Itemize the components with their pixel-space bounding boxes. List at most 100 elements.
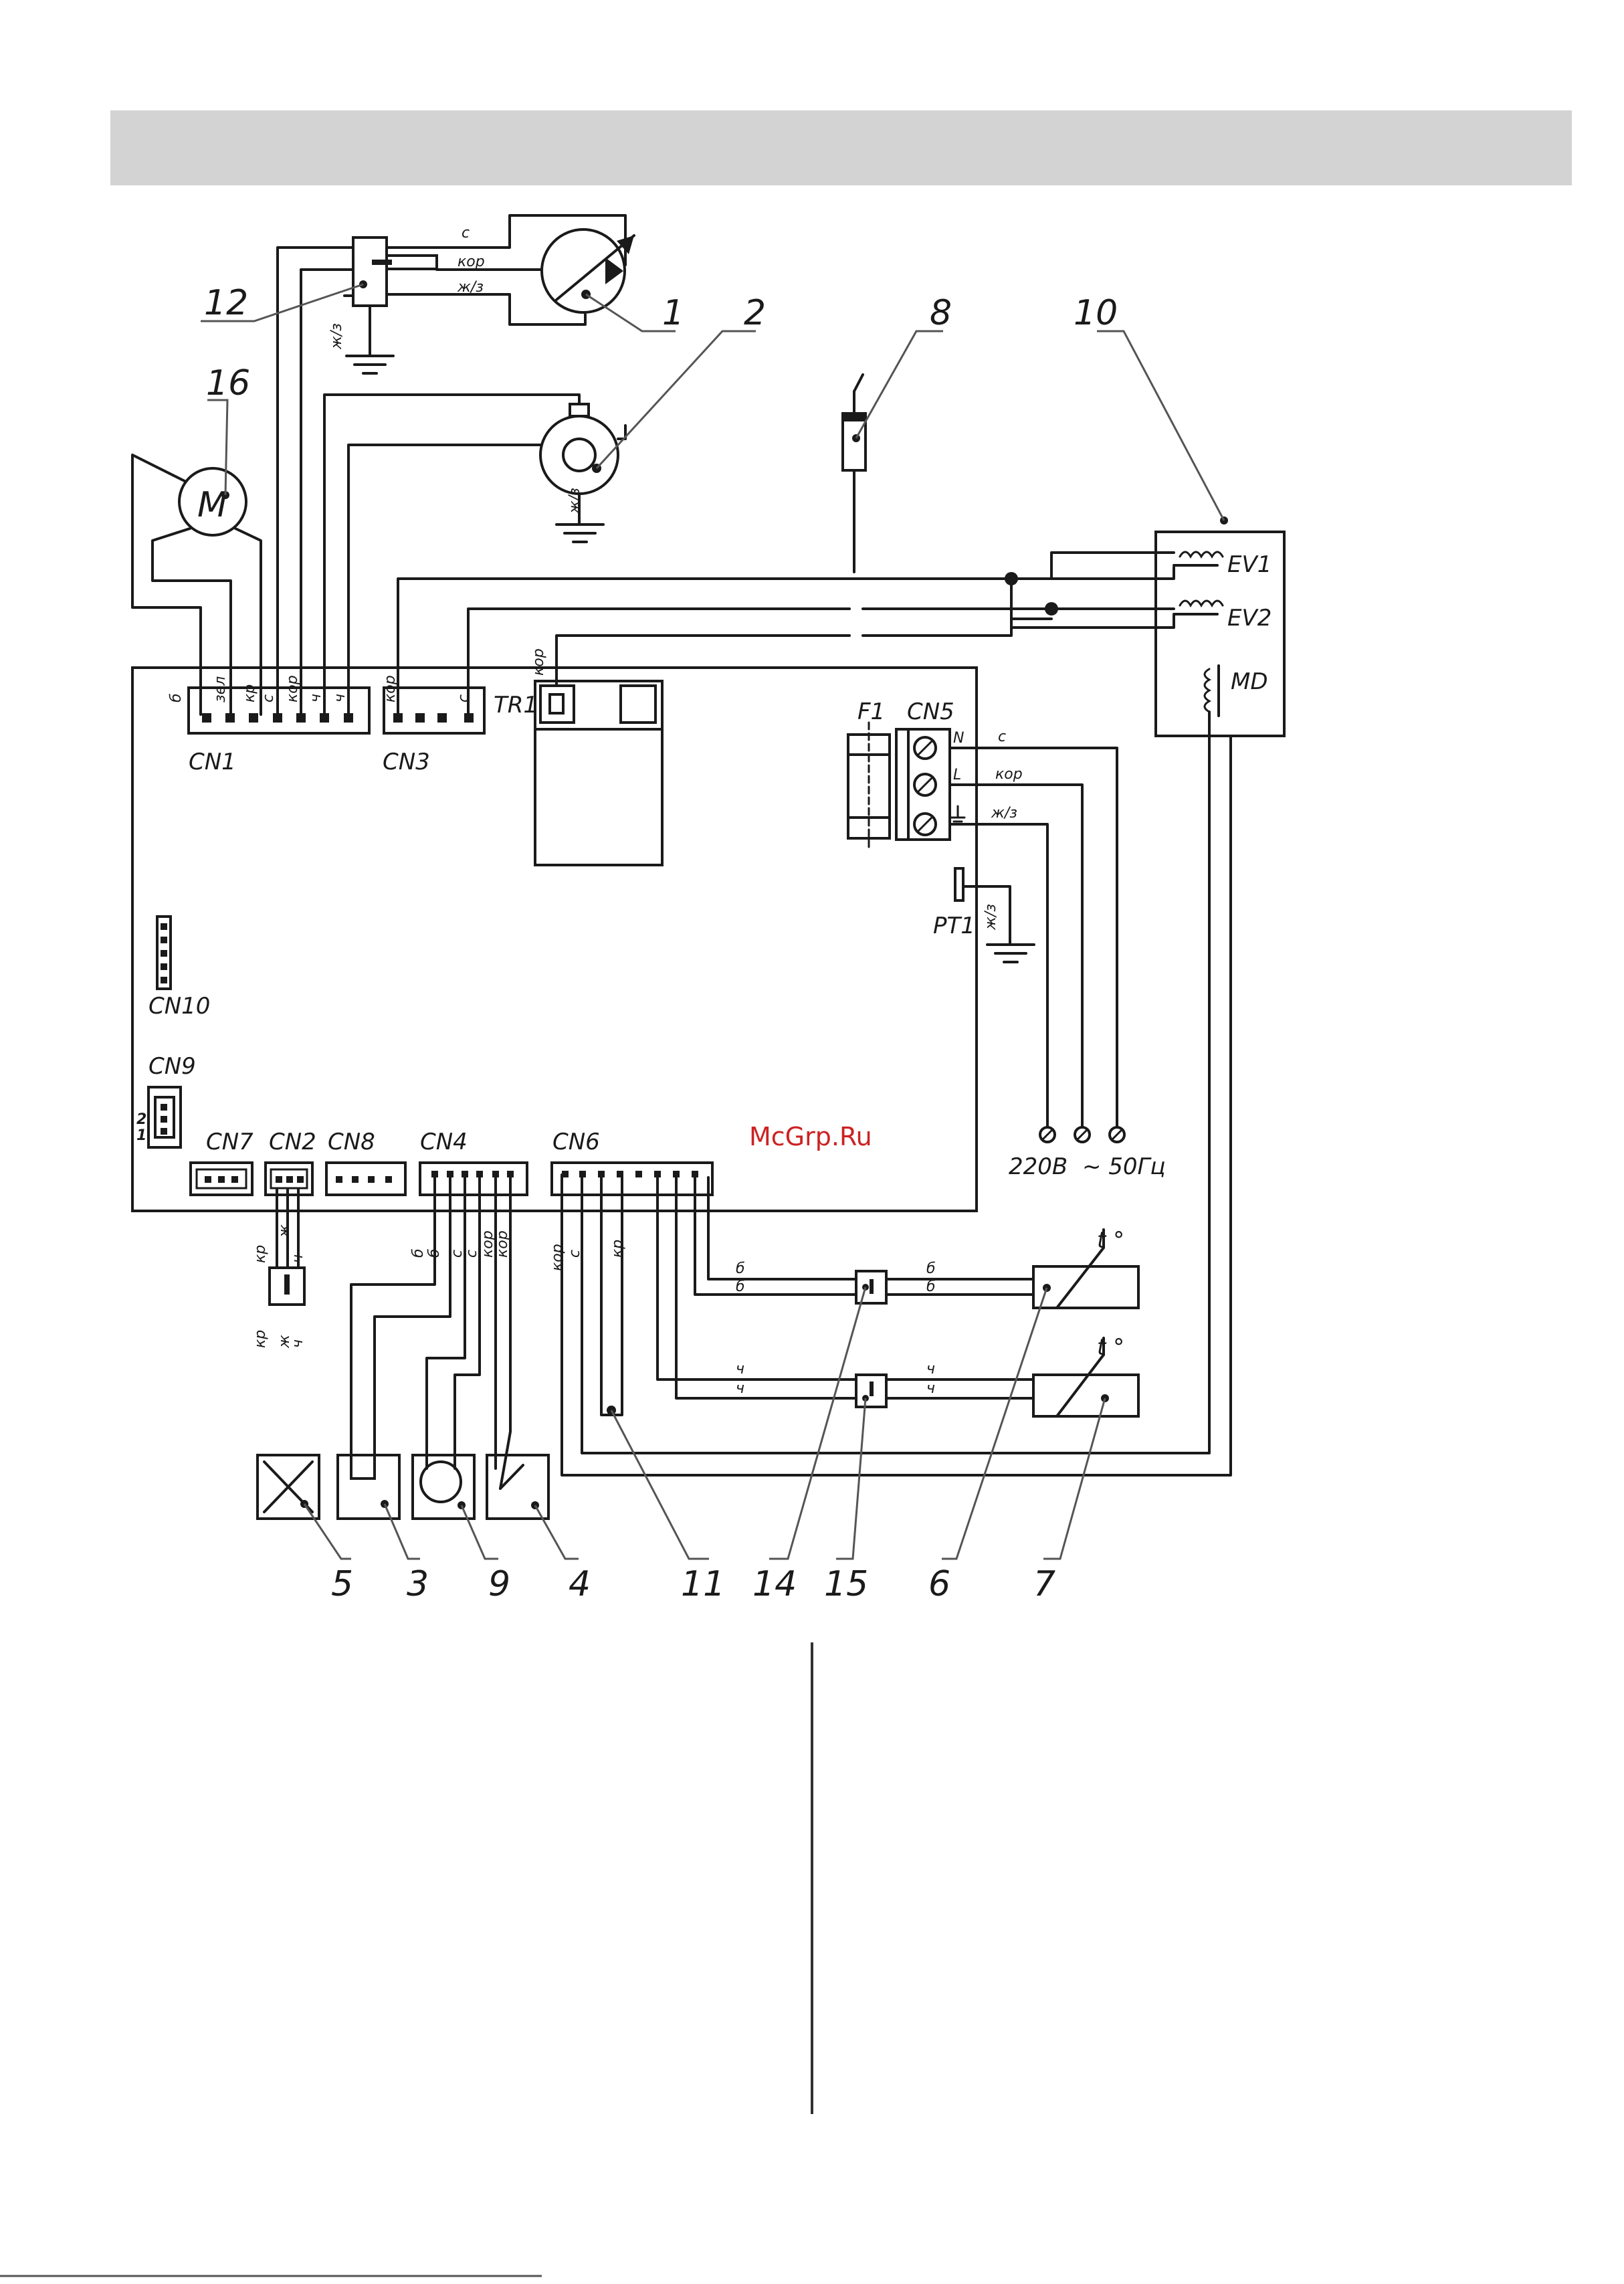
wire-label-s7-right-2: ч <box>926 1380 935 1397</box>
ev1-label: EV1 <box>1227 551 1272 578</box>
wire-cn3-1b <box>849 579 1051 619</box>
callout-16: 16 <box>206 363 250 403</box>
callout-8: 8 <box>930 293 952 333</box>
cn6-label: CN6 <box>552 1129 600 1155</box>
callout-4: 4 <box>569 1564 591 1604</box>
wire-ev2-b <box>1011 615 1174 628</box>
component-9 <box>413 1455 474 1519</box>
wire-ev1-a <box>1011 553 1174 579</box>
cn3-label: CN3 <box>383 749 430 775</box>
ev2-label: EV2 <box>1227 605 1272 632</box>
wire-label-cn4-2: б <box>426 1248 443 1258</box>
wire-label-pt1: ж/з <box>983 904 999 931</box>
cn1-label: CN1 <box>189 749 236 775</box>
temp-sensor-6: t ° <box>1033 1227 1138 1308</box>
wire-label-cn1-4: с <box>260 694 277 702</box>
wire-cn1-4 <box>278 248 344 715</box>
callout-11: 11 <box>681 1564 725 1604</box>
cn9-pin2-label: 2 <box>136 1111 146 1128</box>
wire-label-cn1-2: зел <box>212 676 229 702</box>
wire-label-cn3-1: кор <box>382 675 399 702</box>
ground-icon <box>556 525 603 542</box>
wire-cn6-3 <box>601 1177 622 1415</box>
cn9-pin1-label: 1 <box>136 1127 146 1144</box>
component-5 <box>258 1455 319 1519</box>
wire-label-s6-right-2: б <box>926 1278 936 1295</box>
cn10-label: CN10 <box>148 993 210 1020</box>
wire-label-cn1-6: ч <box>308 694 324 702</box>
wire-tr1b <box>863 619 1011 636</box>
terminal-n-label: N <box>953 730 964 747</box>
plug-cn2-line <box>270 1268 304 1305</box>
wire-cn3-2b <box>863 609 1051 610</box>
callout-3: 3 <box>407 1564 429 1604</box>
junction-14 <box>856 1271 886 1303</box>
sensor-7-temp-label: t ° <box>1097 1334 1124 1361</box>
pt1-label: PT1 <box>933 913 975 939</box>
callout-1: 1 <box>662 293 684 333</box>
cn2-label: CN2 <box>269 1129 316 1155</box>
wire-label-cn1-7: ч <box>332 694 348 702</box>
sensor-8 <box>843 375 866 470</box>
callout-6: 6 <box>928 1564 950 1604</box>
motor-16: M <box>179 468 246 535</box>
power-frequency-label: ~ 50Гц <box>1082 1153 1166 1180</box>
callout-7: 7 <box>1033 1564 1055 1604</box>
callout-10: 10 <box>1074 293 1118 333</box>
component-2 <box>540 404 625 494</box>
wire-label-s7-left-2: ч <box>736 1380 744 1397</box>
callout-5: 5 <box>331 1564 353 1604</box>
wire-label-cn3-2: с <box>455 694 472 702</box>
md-label: MD <box>1231 668 1268 695</box>
header-bar <box>110 110 1572 185</box>
wire-label-cn6-3: кр <box>609 1240 626 1258</box>
temp-sensor-7: t ° <box>1033 1334 1138 1416</box>
callout-2: 2 <box>744 293 766 333</box>
pump-1 <box>542 229 634 312</box>
wire-label-s6-left-2: б <box>736 1278 745 1295</box>
cn5-label: CN5 <box>907 698 954 725</box>
wire-label-s7-left-1: ч <box>736 1361 744 1377</box>
wire-label-cn4-6: кор <box>494 1230 511 1258</box>
wire-cn4-4 <box>455 1177 480 1468</box>
callout-12: 12 <box>204 283 248 323</box>
wire-label-cn4-1: б <box>410 1248 427 1258</box>
ground-icon <box>346 356 393 373</box>
wire-label-cn6-1: кор <box>549 1244 566 1271</box>
wire-label-12-3: ж/з <box>457 279 484 296</box>
wire-label-s7-right-1: ч <box>926 1361 935 1377</box>
wire-label-s6-right-1: б <box>926 1260 936 1277</box>
component-3 <box>338 1455 399 1519</box>
wire-label-cn4-4: с <box>464 1250 480 1258</box>
callout-14: 14 <box>752 1564 797 1604</box>
f1-label: F1 <box>857 698 885 725</box>
wire-label-cn5-pe: ж/з <box>991 805 1017 822</box>
junction-15 <box>856 1375 886 1407</box>
motor-label: M <box>197 485 227 525</box>
cn7-label: CN7 <box>206 1129 253 1155</box>
wire-label-12-ground: ж/з <box>328 323 345 350</box>
wire-label-12-2: кор <box>458 254 485 270</box>
terminal-block-cn5: CN5 N L <box>896 698 965 840</box>
wire-label-12-1: с <box>462 225 470 242</box>
wire-label-cn2-top-3: ч <box>290 1254 306 1263</box>
wire-label-cn5-n: с <box>998 729 1006 745</box>
watermark-text: McGrp.Ru <box>749 1122 872 1151</box>
wire-cn4-6 <box>500 1177 510 1489</box>
wire-label-cn1-5: кор <box>284 675 301 702</box>
ground-icon <box>987 945 1034 962</box>
sensor-6-temp-label: t ° <box>1097 1227 1124 1254</box>
wire-label-s6-left-1: б <box>736 1260 745 1277</box>
wire-label-cn2-top-1: кр <box>252 1245 269 1263</box>
wire-label-cn2-top-2: ж <box>276 1224 293 1238</box>
wire-label-cn6-2: с <box>567 1250 583 1258</box>
terminal-l-label: L <box>953 767 961 783</box>
cn9-label: CN9 <box>148 1053 196 1080</box>
wire-label-cn2-bot-3: ч <box>290 1339 306 1348</box>
wire-cn4-2 <box>375 1177 450 1455</box>
tr1-label: TR1 <box>494 692 538 719</box>
wire-cn1-5 <box>301 270 353 715</box>
wire-label-tr1: кор <box>530 648 547 676</box>
power-voltage-label: 220В <box>1009 1153 1068 1180</box>
